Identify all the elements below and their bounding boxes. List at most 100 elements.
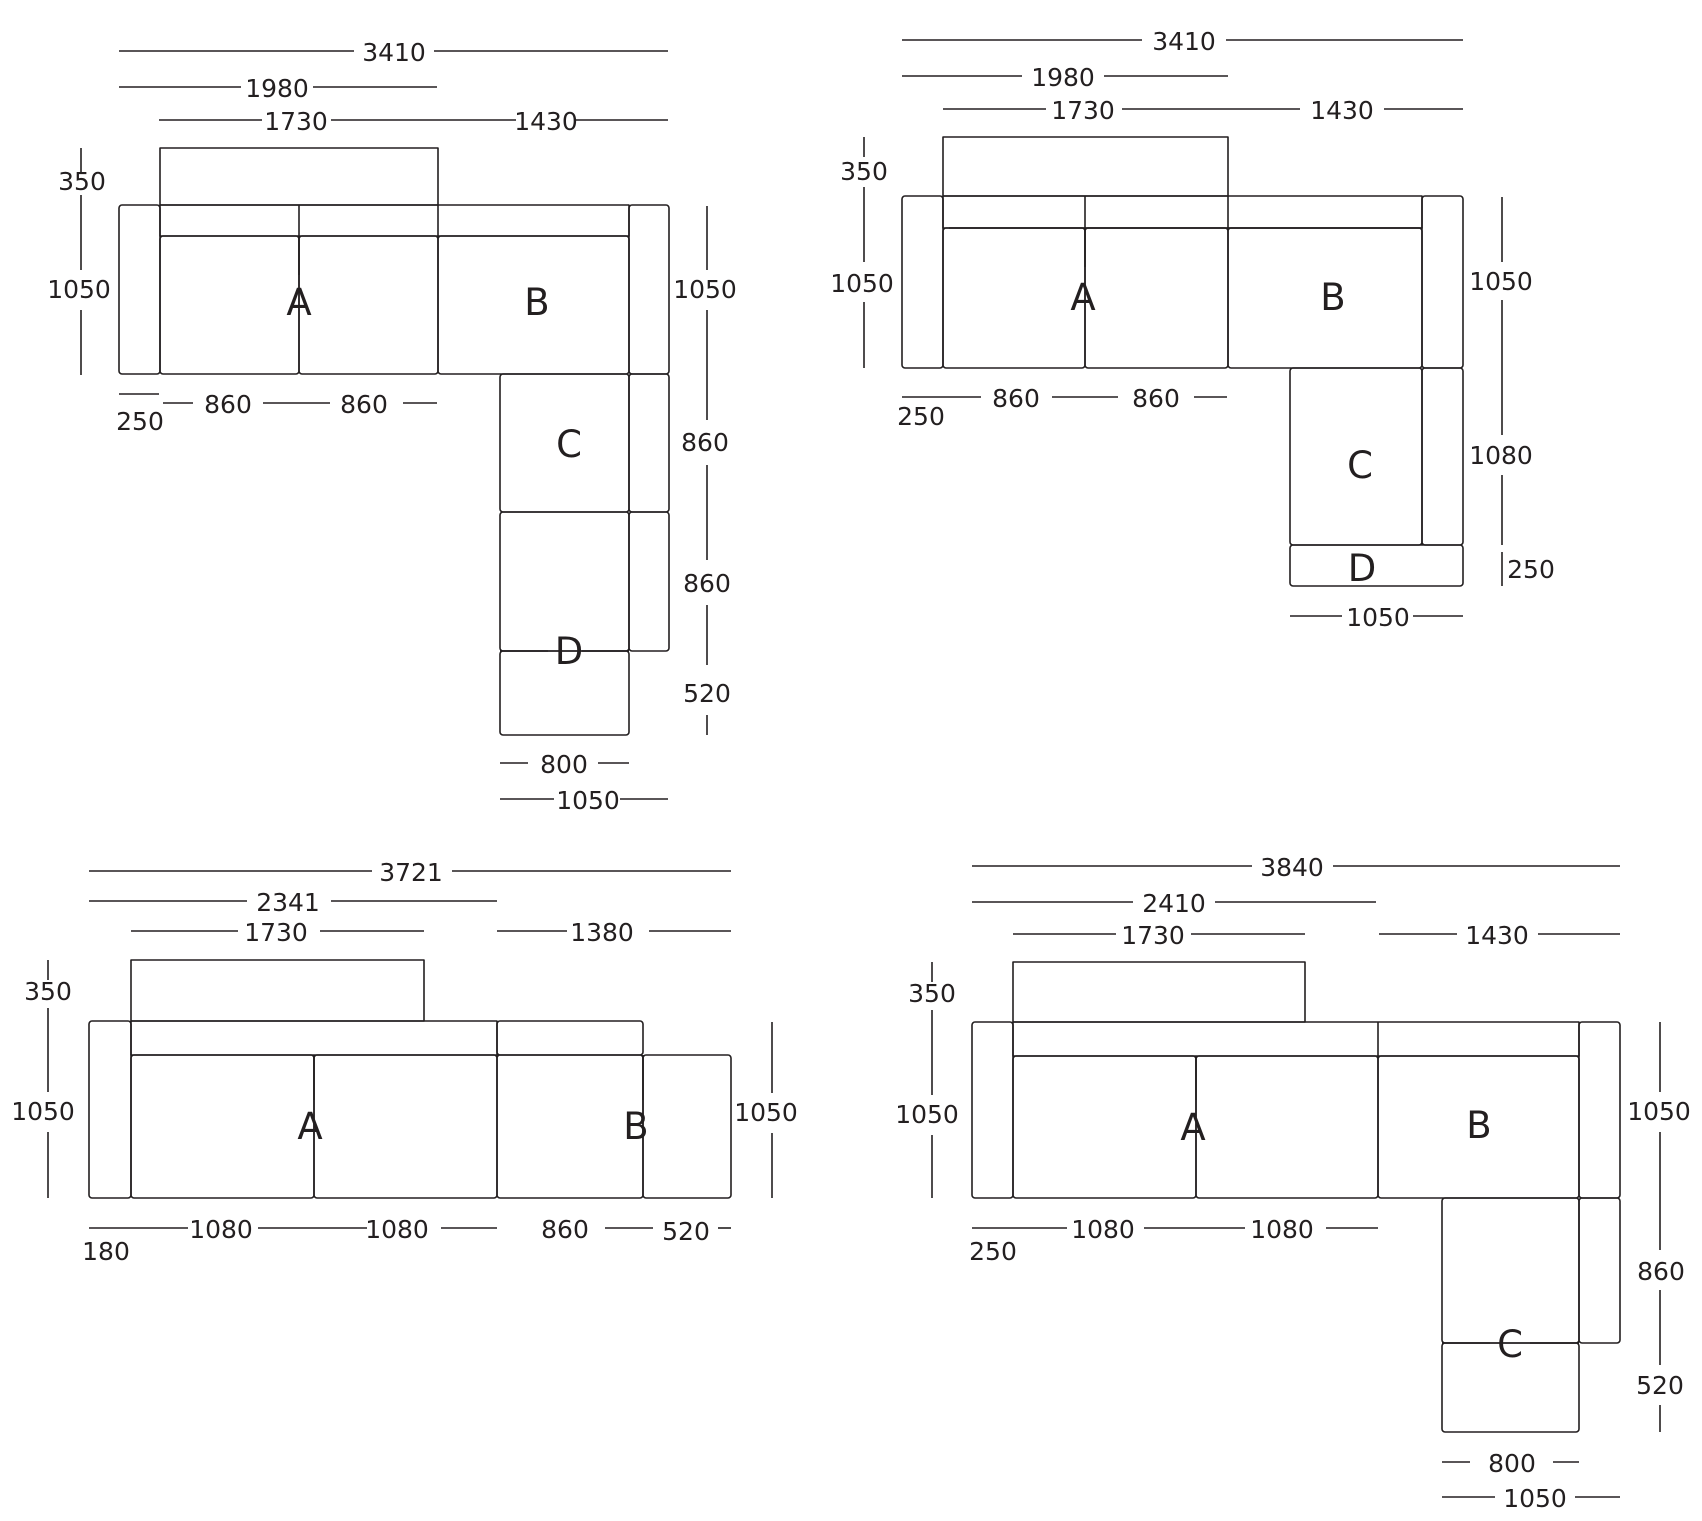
module-label-a: A [1180,1106,1205,1149]
dim-seat-a1: 860 [204,390,252,419]
dim-seat-a1: 1080 [189,1215,253,1244]
dim-left-depth: 1050 [11,1097,75,1126]
back-panel [130,1020,498,1056]
dim-width-1980: 1980 [1031,63,1095,92]
diagram-bottom-left: 3721 2341 1730 1380 350 1050 1050 180 10… [11,858,798,1266]
dim-right-depth: 1050 [673,275,737,304]
dim-arm-width: 250 [116,407,164,436]
dim-chaise-seat: 860 [1637,1257,1685,1286]
left-arm [901,195,944,369]
dim-left-depth: 1050 [47,275,111,304]
dim-footrest: 520 [662,1217,710,1246]
sofa-outline [88,959,732,1199]
seat-a-left [942,227,1086,369]
dim-seat-a1: 1080 [1071,1215,1135,1244]
dim-total-width: 3410 [362,38,426,67]
footrest [1441,1342,1580,1433]
diagram-bottom-right: 3840 2410 1730 1430 350 1050 1050 250 10… [895,853,1691,1513]
dim-width-1730: 1730 [264,107,328,136]
dim-width-1980: 1980 [245,74,309,103]
module-label-a: A [297,1105,322,1148]
back-panel [942,195,1423,229]
dim-width-2341: 2341 [256,888,320,917]
backrest-cushion [1012,961,1306,1023]
dim-seat-a2: 1080 [365,1215,429,1244]
back-panel [159,204,630,237]
dim-footrest: 520 [1636,1371,1684,1400]
module-label-c: C [1347,444,1373,487]
dim-seat-a1: 860 [992,384,1040,413]
dim-width-1380: 1380 [570,918,634,947]
dim-width-2410: 2410 [1142,889,1206,918]
seat-a-left [1012,1055,1197,1199]
dim-total-width: 3721 [379,858,443,887]
dim-right-depth: 1050 [1469,267,1533,296]
dim-back-depth: 350 [24,977,72,1006]
left-arm [88,1020,132,1199]
chaise-arm [1421,367,1464,546]
dim-left-depth: 1050 [830,269,894,298]
seat-b [496,1054,644,1199]
seat-a-right [1195,1055,1379,1199]
seat-a-right [1084,227,1229,369]
diagram-top-left: 3410 1980 1730 1430 350 1050 1050 250 86… [47,38,737,815]
dim-seat-a2: 860 [340,390,388,419]
dim-right-depth: 1050 [734,1098,798,1127]
module-label-d: D [1348,547,1377,590]
dim-width-1730: 1730 [244,918,308,947]
seat-a-right [298,235,439,375]
dim-chaise-length: 1080 [1469,441,1533,470]
dim-module-width: 1050 [1503,1484,1567,1513]
dimension-lines [80,50,708,800]
chaise-arm-2 [628,511,670,652]
dim-seat-a2: 1080 [1250,1215,1314,1244]
dimension-lines [47,870,773,1229]
module-label-a: A [286,281,311,324]
backrest-cushion [942,136,1229,197]
module-label-d: D [555,630,584,673]
back-panel [1012,1021,1580,1057]
right-arm [1578,1021,1621,1199]
module-label-b: B [1466,1104,1491,1147]
backrest-cushion [159,147,439,206]
dim-seat-a2: 860 [1132,384,1180,413]
dim-width-1430: 1430 [1310,96,1374,125]
dim-footrest: 520 [683,679,731,708]
module-label-c: C [556,423,582,466]
dim-arm-width: 180 [82,1237,130,1266]
dim-arm-width: 250 [897,402,945,431]
chaise-end-d [1289,544,1464,587]
dim-seat-width: 800 [1488,1449,1536,1478]
dim-module-width: 1050 [556,786,620,815]
module-label-c: C [1497,1323,1523,1366]
right-arm [628,204,670,375]
dim-arm-width: 250 [969,1237,1017,1266]
right-arm [1421,195,1464,369]
dim-back-depth: 350 [908,979,956,1008]
dim-module-width: 1050 [1346,603,1410,632]
dim-seat-width: 800 [540,750,588,779]
footrest [499,650,630,736]
dim-right-depth: 1050 [1627,1097,1691,1126]
dim-chaise-seat-1: 860 [681,428,729,457]
dim-back-depth: 350 [840,157,888,186]
dim-end-depth: 250 [1507,555,1555,584]
left-arm [118,204,161,375]
dim-total-width: 3840 [1260,853,1324,882]
chaise-arm-1 [628,373,670,513]
dim-total-width: 3410 [1152,27,1216,56]
module-label-a: A [1070,276,1095,319]
dimension-lines [863,39,1503,617]
seat-a-right [313,1054,498,1199]
dim-width-1730: 1730 [1051,96,1115,125]
sofa-outline [118,147,670,736]
sofa-outline [971,961,1621,1433]
dim-width-1430: 1430 [1465,921,1529,950]
dimension-lines [931,865,1661,1498]
back-panel-b [496,1020,644,1056]
footrest [642,1054,732,1199]
chaise-seat-c [1441,1197,1580,1344]
sofa-outline [901,136,1464,587]
dim-back-depth: 350 [58,167,106,196]
